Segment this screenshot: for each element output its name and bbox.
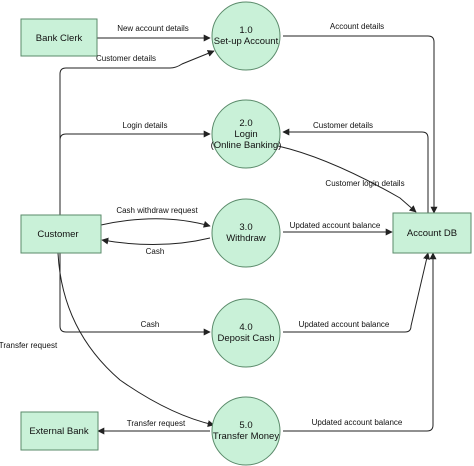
flow-customer-details-2 [282, 128, 429, 213]
flow-cash-withdraw-request [100, 218, 211, 228]
entity-customer-label: Customer [37, 229, 78, 240]
label-account-details: Account details [330, 22, 384, 31]
label-transfer-request-2: Transfer request [127, 419, 186, 428]
flow-customer-details-1 [59, 50, 215, 215]
process-2-subname: (Online Banking) [211, 140, 282, 151]
process-2-name: Login [234, 129, 257, 140]
flow-login-details [59, 130, 211, 215]
label-updated-balance-3: Updated account balance [290, 221, 381, 230]
entity-external-bank[interactable]: External Bank [20, 411, 99, 451]
process-4[interactable]: 4.0 Deposit Cash [211, 298, 281, 368]
datastore-account-db[interactable]: Account DB [392, 212, 472, 254]
label-cash-2: Cash [141, 320, 160, 329]
process-5-name: Transfer Money [213, 431, 279, 442]
entity-customer[interactable]: Customer [20, 214, 102, 254]
process-1-name: Set-up Account [214, 36, 279, 47]
process-5[interactable]: 5.0 Transfer Money [211, 396, 281, 466]
process-2-number: 2.0 [239, 118, 252, 129]
label-transfer-request-1: Transfer request [0, 341, 58, 350]
process-3-number: 3.0 [239, 222, 252, 233]
label-customer-details-1: Customer details [96, 54, 156, 63]
label-customer-login-details: Customer login details [325, 179, 404, 188]
process-4-name: Deposit Cash [217, 333, 274, 344]
label-updated-balance-5: Updated account balance [312, 418, 403, 427]
process-1[interactable]: 1.0 Set-up Account [211, 1, 281, 71]
entity-bank-clerk-label: Bank Clerk [36, 33, 83, 44]
process-5-number: 5.0 [239, 420, 252, 431]
label-login-details: Login details [123, 121, 168, 130]
process-2[interactable]: 2.0 Login (Online Banking) [211, 99, 282, 169]
label-cash-1: Cash [146, 247, 165, 256]
flow-cash-1 [101, 237, 211, 246]
flow-customer-login-details [277, 145, 417, 213]
label-customer-details-2: Customer details [313, 121, 373, 130]
label-updated-balance-4: Updated account balance [299, 320, 390, 329]
process-3-name: Withdraw [226, 233, 266, 244]
entity-bank-clerk[interactable]: Bank Clerk [20, 18, 98, 57]
flow-account-details [283, 35, 438, 214]
flow-cash-2 [59, 253, 211, 336]
datastore-account-db-label: Account DB [407, 228, 457, 239]
flow-updated-balance-5 [283, 252, 437, 432]
flow-transfer-request-1 [57, 252, 215, 428]
process-4-number: 4.0 [239, 322, 252, 333]
label-cash-withdraw-request: Cash withdraw request [116, 206, 198, 215]
flow-updated-balance-4 [283, 252, 430, 333]
process-1-number: 1.0 [239, 25, 252, 36]
entity-external-bank-label: External Bank [29, 426, 88, 437]
process-3[interactable]: 3.0 Withdraw [211, 198, 281, 268]
label-new-account-details: New account details [117, 24, 189, 33]
